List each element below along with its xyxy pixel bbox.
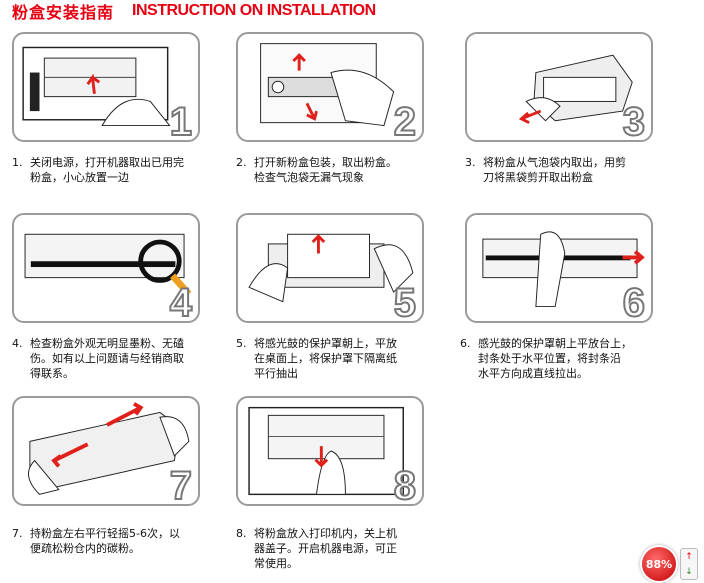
cartridge-bag-illustration: [518, 54, 633, 124]
step-4-illustration: 4: [12, 213, 200, 323]
step-8-caption: 8. 将粉盒放入打印机内，关上机 器盖子。开启机器电源，可正 常使用。: [236, 527, 397, 570]
step-6-illustration: 6: [465, 213, 653, 323]
printer-open-illustration: [22, 46, 171, 127]
step-7-number: 7: [169, 464, 193, 506]
step-4-number: 4: [169, 281, 193, 323]
step-6-number: 6: [622, 281, 646, 323]
step-2-caption: 2. 打开新粉盒包装，取出粉盒。 检查气泡袋无漏气现象: [236, 156, 397, 184]
drum-paper-pull-illustration: [248, 233, 414, 303]
cartridge-shake-illustration: [28, 402, 190, 495]
step-3-number: 3: [622, 100, 646, 142]
step-8-illustration: 8: [236, 396, 424, 506]
step-2-number: 2: [393, 100, 417, 142]
step-5-caption: 5. 将感光鼓的保护罩朝上，平放 在桌面上，将保护罩下隔离纸 平行抽出: [236, 337, 397, 380]
step-3-caption: 3. 将粉盒从气泡袋内取出，用剪 刀将黑袋剪开取出粉盒: [465, 156, 626, 184]
step-2-illustration: 2: [236, 32, 424, 142]
arrow-up-icon[interactable]: ↑: [685, 551, 693, 562]
arrow-down-icon[interactable]: ↓: [685, 566, 693, 577]
zoom-arrows[interactable]: ↑ ↓: [680, 548, 698, 580]
title-chinese: 粉盒安装指南: [12, 3, 115, 22]
step-4-caption: 4. 检查粉盒外观无明显墨粉、无磕 伤。如有以上问题请与经销商取 得联系。: [12, 337, 184, 380]
step-7-illustration: 7: [12, 396, 200, 506]
step-1-illustration: 1: [12, 32, 200, 142]
title-english: INSTRUCTION ON INSTALLATION: [132, 2, 376, 19]
cartridge-inspect-illustration: [24, 233, 192, 297]
header: 粉盒安装指南 INSTRUCTION ON INSTALLATION: [12, 0, 376, 22]
zoom-level-badge[interactable]: 88%: [642, 547, 676, 581]
seal-strip-pull-illustration: [482, 231, 645, 308]
step-8-number: 8: [393, 464, 417, 506]
step-3-illustration: 3: [465, 32, 653, 142]
step-5-illustration: 5: [236, 213, 424, 323]
step-5-number: 5: [393, 281, 417, 323]
step-7-caption: 7. 持粉盒左右平行轻摇5-6次，以 便疏松粉仓内的碳粉。: [12, 527, 180, 555]
cartridge-unbox-illustration: [260, 43, 395, 127]
cartridge-insert-illustration: [248, 406, 404, 496]
step-6-caption: 6. 感光鼓的保护罩朝上平放台上， 封条处于水平位置，将封条沿 水平方向成直线拉…: [460, 337, 632, 380]
step-1-number: 1: [169, 100, 193, 142]
step-1-caption: 1. 关闭电源，打开机器取出已用完 粉盒，小心放置一边: [12, 156, 184, 184]
zoom-widget[interactable]: 88% ↑ ↓: [642, 547, 700, 581]
